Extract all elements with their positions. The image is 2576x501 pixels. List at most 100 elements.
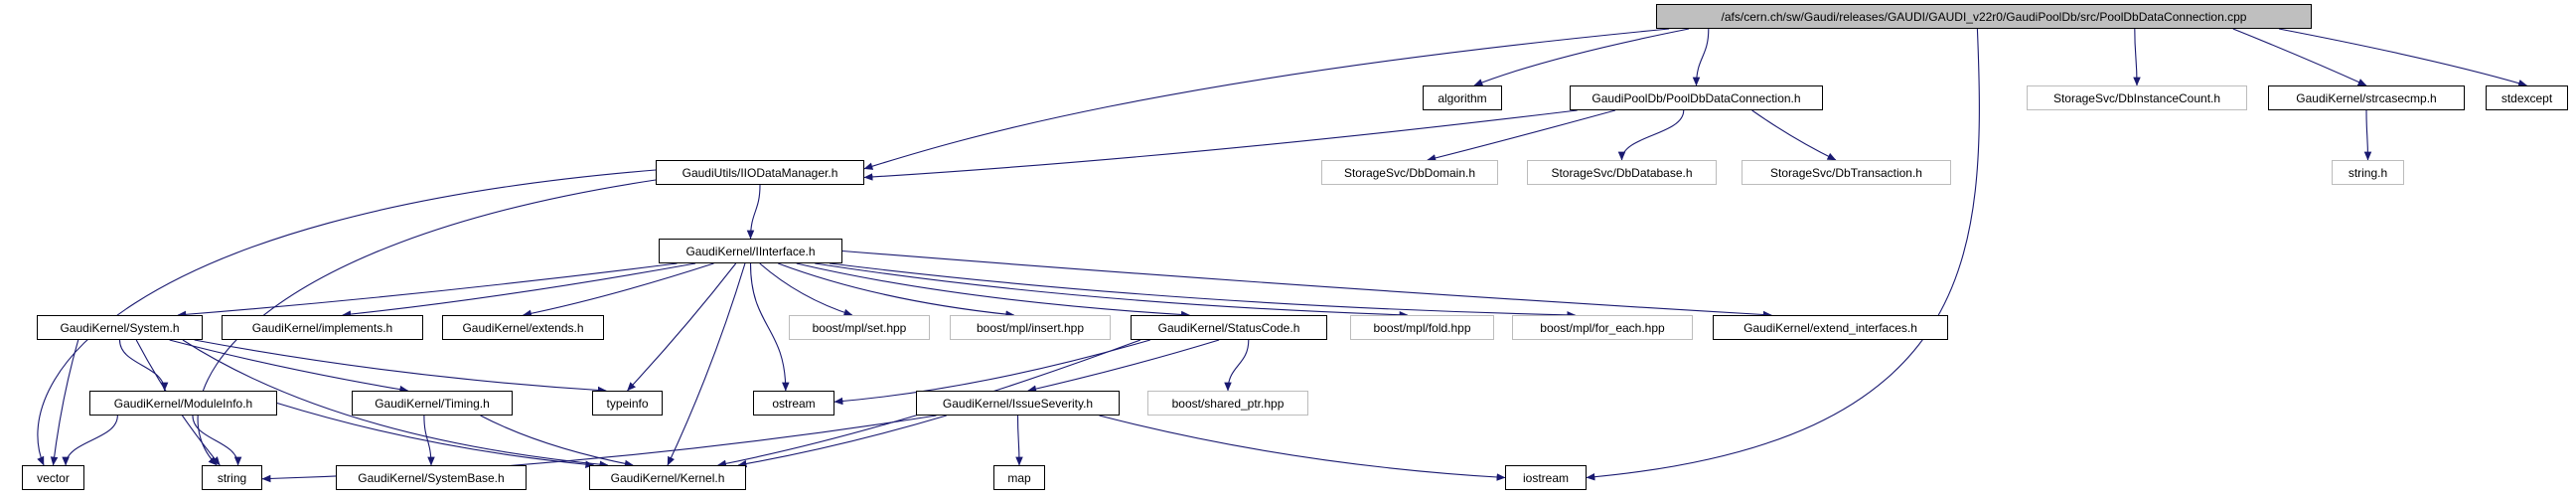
graph-node-string[interactable]: string — [202, 465, 262, 490]
graph-node-label: boost/shared_ptr.hpp — [1171, 396, 1285, 411]
graph-node-map[interactable]: map — [993, 465, 1045, 490]
graph-node-statuscode[interactable]: GaudiKernel/StatusCode.h — [1131, 315, 1327, 340]
edge-pooldbdataconnection_h-to-dbdatabase — [1617, 109, 1685, 161]
edge-moduleinfo-to-vector — [62, 415, 118, 466]
edge-issueseverity-to-map — [1015, 415, 1023, 466]
edge-main-to-stdexcept — [2278, 28, 2527, 87]
edge-statuscode-to-kernel — [717, 339, 1141, 468]
edge-pooldbdataconnection_h-to-dbtransaction — [1751, 109, 1837, 161]
graph-node-label: boost/mpl/set.hpp — [812, 320, 907, 335]
graph-node-label: algorithm — [1438, 90, 1487, 105]
edge-system-to-typeinfo — [194, 339, 607, 395]
edge-iinterface-to-typeinfo — [627, 262, 737, 392]
graph-node-typeinfo[interactable]: typeinfo — [592, 391, 663, 416]
graph-node-string_h: string.h — [2332, 160, 2404, 185]
graph-node-implements[interactable]: GaudiKernel/implements.h — [222, 315, 423, 340]
edge-iiodatamanager-to-vector — [37, 169, 657, 466]
graph-node-label: stdexcept — [2500, 90, 2553, 105]
graph-node-label: ostream — [772, 396, 816, 411]
edge-pooldbdataconnection_h-to-dbdomain — [1427, 109, 1616, 162]
edge-iinterface-to-mpl_insert — [778, 262, 1015, 318]
graph-node-kernel[interactable]: GaudiKernel/Kernel.h — [589, 465, 746, 490]
graph-node-label: GaudiKernel/strcasecmp.h — [2296, 90, 2437, 105]
graph-node-dbtransaction: StorageSvc/DbTransaction.h — [1742, 160, 1951, 185]
graph-node-label: map — [1007, 470, 1031, 485]
graph-node-label: typeinfo — [606, 396, 649, 411]
graph-node-label: GaudiKernel/Kernel.h — [610, 470, 725, 485]
edge-main-to-strcasecmp — [2232, 28, 2367, 86]
edge-main-to-algorithm — [1473, 28, 1690, 86]
graph-node-timing[interactable]: GaudiKernel/Timing.h — [352, 391, 513, 416]
graph-node-ostream[interactable]: ostream — [753, 391, 834, 416]
graph-node-issueseverity[interactable]: GaudiKernel/IssueSeverity.h — [916, 391, 1120, 416]
graph-node-extend_interfaces[interactable]: GaudiKernel/extend_interfaces.h — [1713, 315, 1948, 340]
graph-node-label: boost/mpl/fold.hpp — [1373, 320, 1471, 335]
edge-iinterface-to-system — [177, 262, 678, 319]
edge-moduleinfo-to-string — [192, 415, 242, 466]
graph-node-iiodatamanager[interactable]: GaudiUtils/IIODataManager.h — [656, 160, 864, 185]
graph-node-label: GaudiKernel/ModuleInfo.h — [113, 396, 253, 411]
graph-node-label: StorageSvc/DbTransaction.h — [1770, 165, 1922, 180]
graph-node-label: boost/mpl/insert.hpp — [976, 320, 1085, 335]
edge-timing-to-systembase — [423, 415, 435, 466]
graph-node-label: GaudiPoolDb/PoolDbDataConnection.h — [1591, 90, 1801, 105]
edge-timing-to-kernel — [480, 415, 634, 468]
graph-node-iinterface[interactable]: GaudiKernel/IInterface.h — [659, 239, 842, 263]
graph-node-mpl_set: boost/mpl/set.hpp — [789, 315, 930, 340]
graph-node-label: StorageSvc/DbDatabase.h — [1551, 165, 1693, 180]
edge-iinterface-to-statuscode — [796, 262, 1190, 319]
graph-node-label: GaudiUtils/IIODataManager.h — [682, 165, 838, 180]
graph-node-mpl_for_each: boost/mpl/for_each.hpp — [1512, 315, 1693, 340]
edge-iinterface-to-extend_interfaces — [841, 250, 1772, 319]
graph-node-label: GaudiKernel/extends.h — [462, 320, 584, 335]
edge-pooldbdataconnection_h-to-iiodatamanager — [863, 109, 1578, 181]
edge-statuscode-to-shared_ptr — [1224, 339, 1250, 392]
graph-node-shared_ptr: boost/shared_ptr.hpp — [1147, 391, 1308, 416]
graph-node-label: GaudiKernel/Timing.h — [375, 396, 490, 411]
graph-node-system[interactable]: GaudiKernel/System.h — [37, 315, 203, 340]
edge-iinterface-to-implements — [342, 262, 696, 318]
graph-node-label: GaudiKernel/SystemBase.h — [358, 470, 505, 485]
edge-iinterface-to-mpl_for_each — [829, 262, 1577, 319]
edge-system-to-timing — [169, 339, 409, 394]
edge-iinterface-to-mpl_fold — [815, 262, 1409, 319]
edge-iinterface-to-mpl_set — [759, 262, 853, 317]
graph-node-vector[interactable]: vector — [22, 465, 84, 490]
graph-node-label: /afs/cern.ch/sw/Gaudi/releases/GAUDI/GAU… — [1721, 9, 2247, 24]
graph-node-mpl_fold: boost/mpl/fold.hpp — [1350, 315, 1494, 340]
edge-main-to-pooldbdataconnection_h — [1692, 28, 1710, 86]
graph-node-label: GaudiKernel/System.h — [60, 320, 180, 335]
graph-node-extends[interactable]: GaudiKernel/extends.h — [442, 315, 604, 340]
graph-node-pooldbdataconnection_h[interactable]: GaudiPoolDb/PoolDbDataConnection.h — [1570, 85, 1823, 110]
graph-node-label: iostream — [1522, 470, 1569, 485]
edge-issueseverity-to-kernel — [737, 415, 947, 468]
graph-node-label: GaudiKernel/IssueSeverity.h — [942, 396, 1094, 411]
edge-iinterface-to-ostream — [749, 262, 790, 392]
edge-iinterface-to-extends — [523, 262, 714, 318]
edge-issueseverity-to-iostream — [1099, 415, 1506, 481]
graph-node-dbdatabase: StorageSvc/DbDatabase.h — [1527, 160, 1717, 185]
graph-node-dbinstancecount: StorageSvc/DbInstanceCount.h — [2027, 85, 2247, 110]
graph-node-label: string — [217, 470, 247, 485]
edge-system-to-vector — [50, 339, 79, 466]
graph-node-label: StorageSvc/DbDomain.h — [1343, 165, 1476, 180]
edge-iinterface-to-kernel — [667, 262, 746, 466]
graph-node-iostream[interactable]: iostream — [1505, 465, 1587, 490]
edge-main-to-iiodatamanager — [863, 28, 1670, 170]
graph-node-mpl_insert: boost/mpl/insert.hpp — [950, 315, 1111, 340]
graph-node-label: GaudiKernel/extend_interfaces.h — [1743, 320, 1917, 335]
edge-strcasecmp-to-string_h — [2363, 109, 2372, 161]
graph-node-label: StorageSvc/DbInstanceCount.h — [2052, 90, 2221, 105]
edge-moduleinfo-to-kernel — [276, 402, 595, 468]
graph-node-label: vector — [37, 470, 70, 485]
graph-node-main: /afs/cern.ch/sw/Gaudi/releases/GAUDI/GAU… — [1656, 4, 2312, 29]
graph-node-label: GaudiKernel/StatusCode.h — [1157, 320, 1300, 335]
edge-iiodatamanager-to-iinterface — [746, 184, 761, 240]
graph-node-algorithm[interactable]: algorithm — [1423, 85, 1502, 110]
graph-node-strcasecmp[interactable]: GaudiKernel/strcasecmp.h — [2268, 85, 2465, 110]
graph-node-moduleinfo[interactable]: GaudiKernel/ModuleInfo.h — [89, 391, 277, 416]
graph-node-stdexcept[interactable]: stdexcept — [2486, 85, 2568, 110]
graph-node-systembase[interactable]: GaudiKernel/SystemBase.h — [336, 465, 527, 490]
